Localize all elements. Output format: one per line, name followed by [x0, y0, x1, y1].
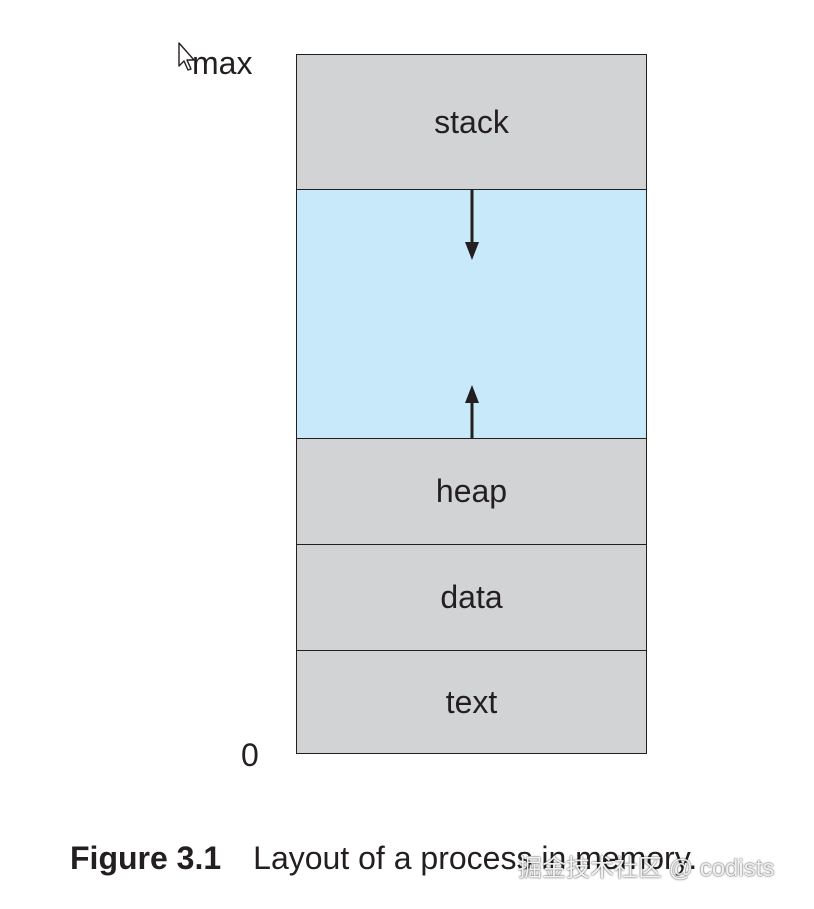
growth-arrows — [465, 190, 479, 439]
figure-caption: Figure 3.1 Layout of a process in memory. — [70, 842, 697, 874]
heap-label: heap — [435, 473, 508, 509]
text-segment: text — [297, 650, 646, 753]
process-memory-layout: stack heap data text — [296, 54, 647, 754]
stack-growth-down-arrow-icon — [465, 190, 479, 260]
address-max-label: max — [192, 45, 253, 81]
stack-segment: stack — [297, 55, 646, 189]
figure-title: Layout of a process in memory. — [253, 840, 698, 876]
figure-number: Figure 3.1 — [70, 840, 222, 876]
text-label: text — [445, 683, 498, 720]
data-label: data — [440, 579, 503, 615]
mouse-pointer-icon — [178, 42, 195, 71]
address-zero-label: 0 — [241, 737, 259, 773]
watermark: 掘金技术社区 @ codists — [518, 855, 775, 882]
data-segment: data — [297, 544, 646, 650]
heap-growth-up-arrow-icon — [465, 385, 479, 439]
stack-label: stack — [434, 103, 509, 140]
free-space-segment — [297, 189, 646, 439]
heap-segment: heap — [297, 438, 646, 544]
